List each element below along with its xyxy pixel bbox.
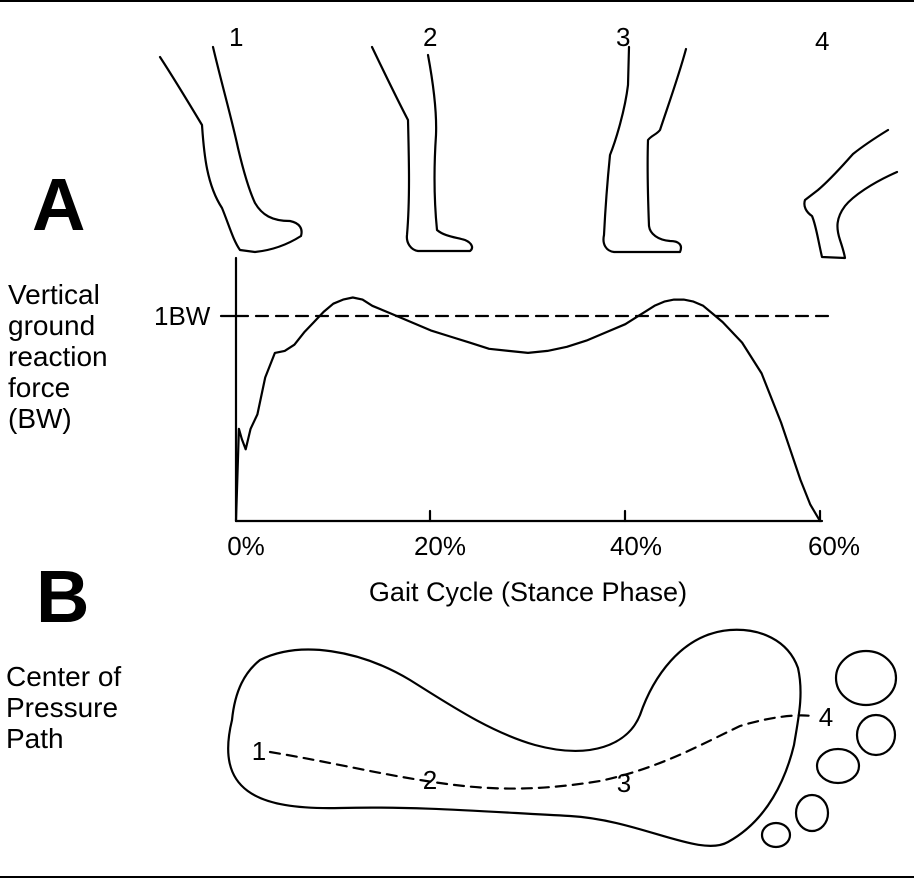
center-of-pressure-label: Center of Pressure Path xyxy=(6,661,121,754)
leg-stage-1-drawing xyxy=(158,45,303,254)
x-axis-title: Gait Cycle (Stance Phase) xyxy=(369,577,687,607)
x-tick-label-0: 0% xyxy=(227,531,265,561)
panel-a-letter: A xyxy=(32,163,86,246)
leg-stage-label-2: 2 xyxy=(423,22,438,52)
force-axis-line-1: Vertical xyxy=(8,279,100,310)
leg-stage-label-4: 4 xyxy=(815,26,830,56)
x-tick-label-60: 60% xyxy=(808,531,860,561)
panel-b-letter: B xyxy=(36,555,90,638)
center-of-pressure-path xyxy=(268,714,814,790)
pressure-point-4: 4 xyxy=(819,702,833,732)
center-of-pressure-line-1: Center of xyxy=(6,661,122,692)
leg-stage-label-3: 3 xyxy=(616,22,631,52)
leg-stage-label-1: 1 xyxy=(229,22,244,52)
force-axis-line-4: force xyxy=(8,372,71,403)
toe-5 xyxy=(760,821,792,849)
pressure-point-1: 1 xyxy=(252,736,266,766)
bottom-rule xyxy=(0,876,914,878)
force-axis-line-3: reaction xyxy=(8,341,108,372)
leg-stage-2-drawing xyxy=(370,45,474,253)
top-rule xyxy=(0,0,914,2)
force-axis-line-5: (BW) xyxy=(8,403,72,434)
force-axis-label: Vertical ground reaction force (BW) xyxy=(8,279,108,434)
center-of-pressure-line-3: Path xyxy=(6,723,64,754)
center-of-pressure-line-2: Pressure xyxy=(6,692,119,723)
reference-1bw-label: 1BW xyxy=(154,301,211,331)
toe-1 xyxy=(834,649,898,707)
force-curve-series xyxy=(234,296,822,523)
x-tick-label-20: 20% xyxy=(414,531,466,561)
toe-3 xyxy=(815,747,861,785)
leg-stage-4-drawing xyxy=(803,128,899,260)
footprint-outline xyxy=(227,628,802,847)
leg-stage-3-drawing xyxy=(602,45,688,254)
toe-4 xyxy=(794,793,830,833)
force-axis-line-2: ground xyxy=(8,310,96,341)
toe-2 xyxy=(855,713,897,757)
x-tick-label-40: 40% xyxy=(610,531,662,561)
pressure-point-3: 3 xyxy=(617,768,631,798)
pressure-point-2: 2 xyxy=(423,765,437,795)
